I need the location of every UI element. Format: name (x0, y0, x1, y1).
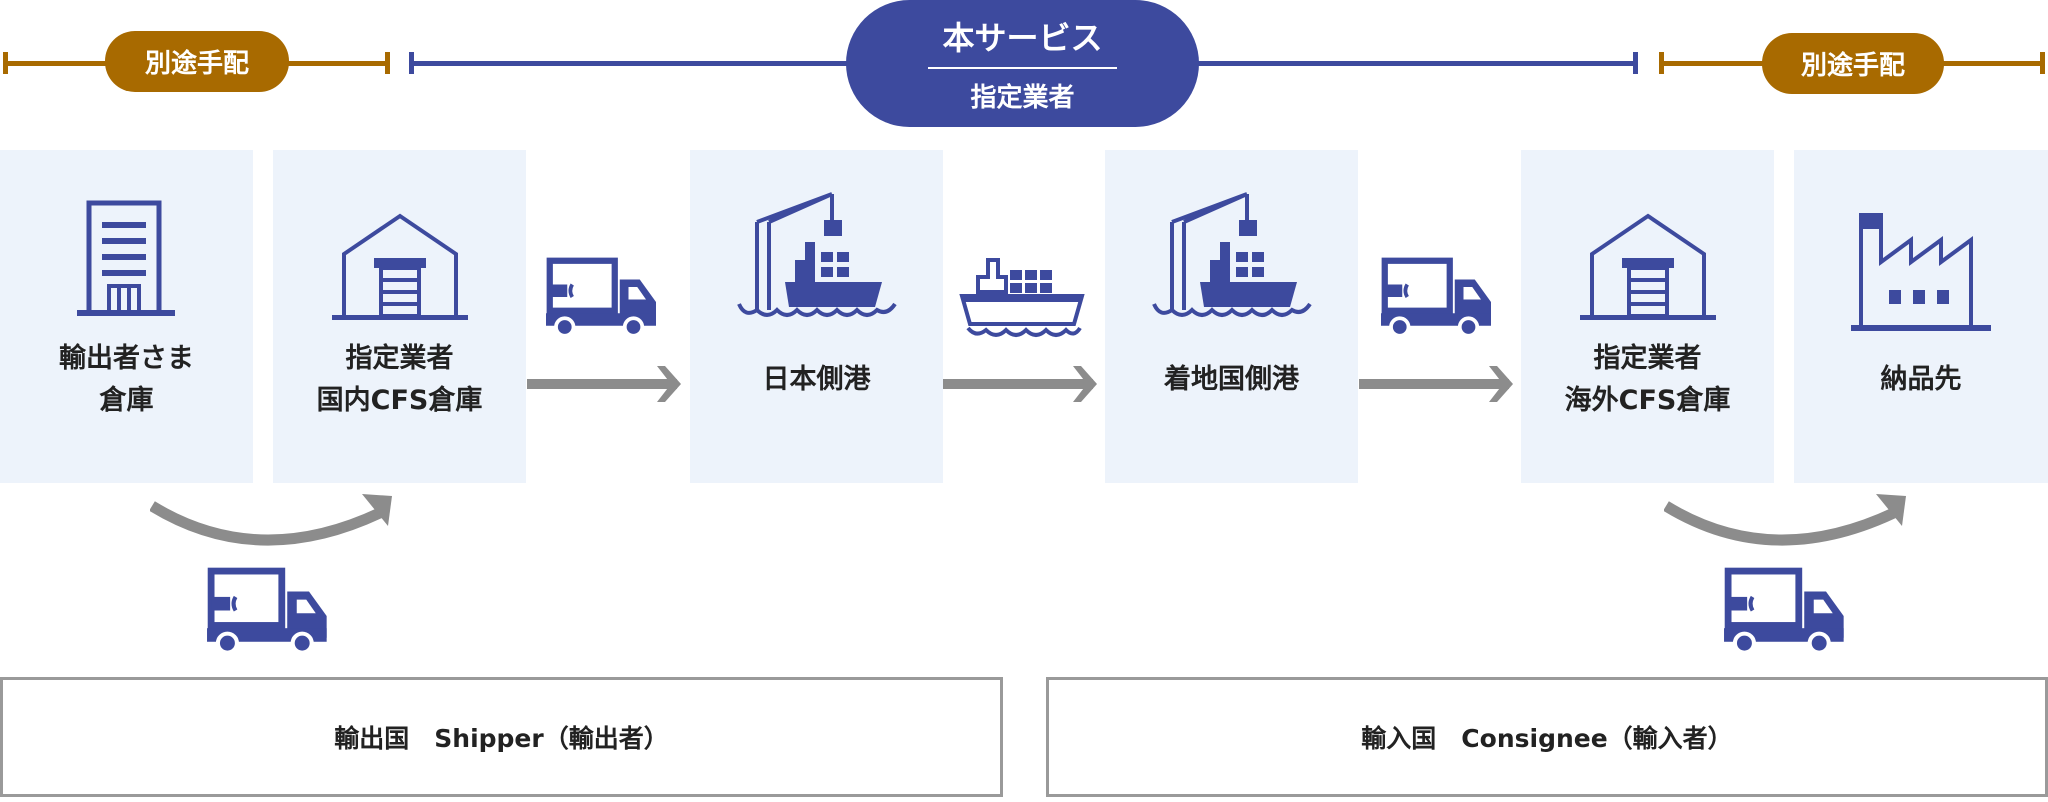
step-exporter-warehouse: 輸出者さま倉庫 (0, 150, 253, 483)
step-label: 倉庫 (99, 385, 154, 416)
left-bracket-tick (385, 52, 390, 74)
service-bracket-tick (1633, 52, 1638, 74)
truck-icon (1724, 567, 1860, 654)
service-badge: 本サービス 指定業者 (846, 0, 1199, 127)
separate-arrangement-badge-left: 別途手配 (105, 31, 289, 92)
step-label: 輸出者さま (59, 343, 194, 374)
truck-icon (546, 257, 671, 337)
service-subtitle: 指定業者 (970, 83, 1075, 113)
right-bracket-tick (2040, 52, 2045, 74)
import-country-box: 輸入国 Consignee（輸入者） (1046, 677, 2048, 797)
right-bracket-tick (1659, 52, 1664, 74)
export-country-label: 輸出国 Shipper（輸出者） (334, 724, 669, 753)
step-label: 海外CFS倉庫 (1564, 385, 1731, 416)
warehouse-icon (330, 212, 470, 322)
step-label: 国内CFS倉庫 (316, 385, 483, 416)
step-label: 日本側港 (762, 364, 871, 395)
step-destination-port: 着地国側港 (1105, 150, 1358, 483)
step-delivery-destination: 納品先 (1794, 150, 2048, 483)
curved-arrow-icon (1664, 492, 1914, 552)
import-country-label: 輸入国 Consignee（輸入者） (1361, 724, 1733, 753)
port-crane-ship-icon (737, 192, 897, 322)
factory-icon (1851, 212, 1991, 332)
step-label: 指定業者 (1593, 343, 1702, 374)
truck-icon (207, 567, 343, 654)
step-label: 指定業者 (345, 343, 454, 374)
service-title: 本サービス (928, 13, 1117, 69)
truck-icon (1381, 257, 1506, 337)
step-label: 納品先 (1880, 364, 1962, 395)
arrow-right-icon (943, 364, 1103, 404)
step-domestic-cfs: 指定業者国内CFS倉庫 (273, 150, 526, 483)
step-overseas-cfs: 指定業者海外CFS倉庫 (1521, 150, 1774, 483)
step-japan-port: 日本側港 (690, 150, 943, 483)
step-label: 着地国側港 (1164, 364, 1299, 395)
port-crane-ship-icon (1152, 192, 1312, 322)
service-bracket-tick (409, 52, 414, 74)
arrow-right-icon (527, 364, 687, 404)
ship-icon (958, 252, 1088, 342)
arrow-right-icon (1359, 364, 1519, 404)
badge-label: 別途手配 (144, 49, 249, 79)
curved-arrow-icon (150, 492, 400, 552)
separate-arrangement-badge-right: 別途手配 (1762, 33, 1944, 94)
office-building-icon (77, 200, 177, 320)
left-bracket-tick (3, 52, 8, 74)
export-country-box: 輸出国 Shipper（輸出者） (0, 677, 1003, 797)
badge-label: 別途手配 (1800, 51, 1905, 81)
warehouse-icon (1578, 212, 1718, 322)
